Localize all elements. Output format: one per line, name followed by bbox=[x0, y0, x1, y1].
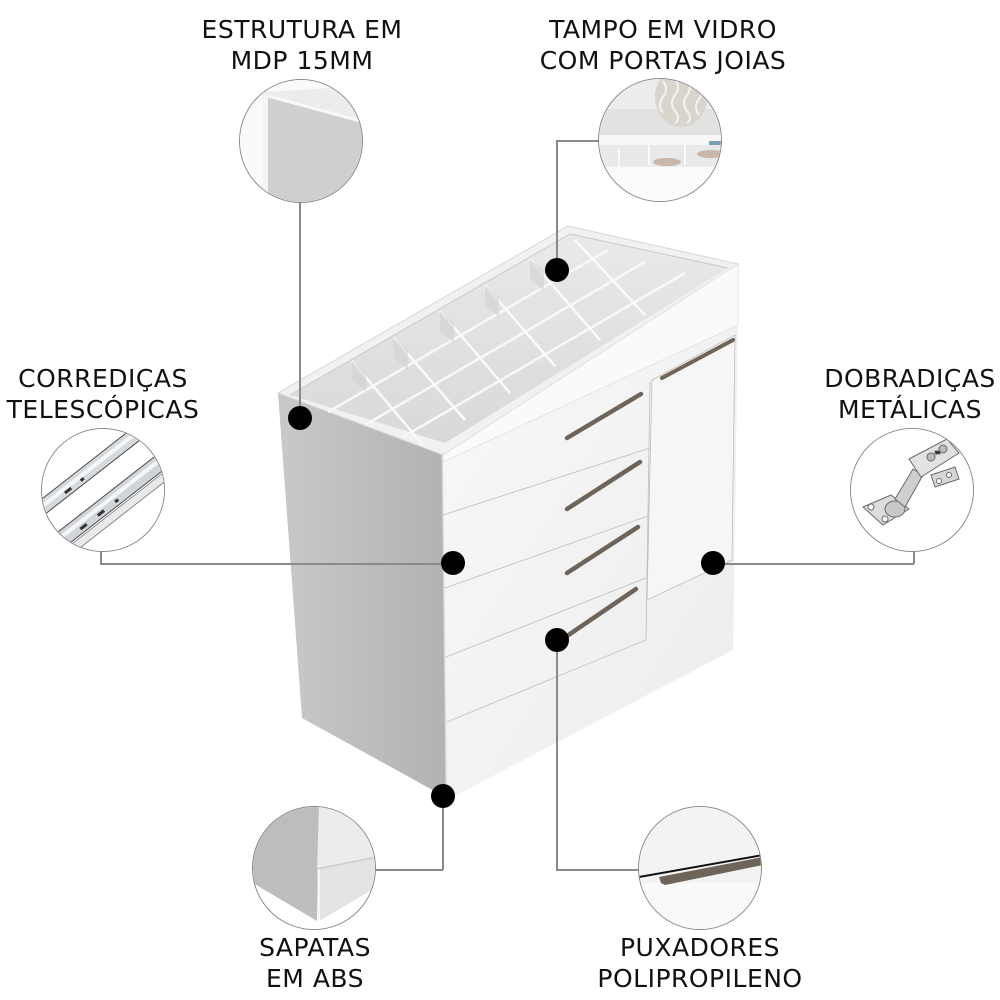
callout-line-top-v bbox=[556, 140, 558, 270]
callout-line-slides-v bbox=[100, 550, 102, 564]
feature-label-feet: SAPATAS EM ABS bbox=[259, 932, 371, 994]
callout-line-handles-h bbox=[556, 869, 639, 871]
drawer-handles bbox=[564, 391, 644, 639]
callout-dot-feet[interactable] bbox=[431, 784, 455, 808]
callout-line-feet-v bbox=[442, 796, 444, 870]
feature-label-feet-line1: SAPATAS bbox=[259, 933, 371, 962]
callout-line-slides-h bbox=[100, 563, 453, 565]
callout-line-structure bbox=[299, 203, 301, 418]
feature-label-top: TAMPO EM VIDRO COM PORTAS JOIAS bbox=[540, 14, 787, 76]
feature-label-handles: PUXADORES POLIPROPILENO bbox=[597, 932, 802, 994]
feature-label-structure-line2: MDP 15MM bbox=[230, 46, 374, 75]
feature-label-handles-line2: POLIPROPILENO bbox=[597, 964, 803, 993]
callout-line-feet-h bbox=[376, 869, 443, 871]
glass-jewelry-top bbox=[276, 225, 740, 463]
feature-label-top-line1: TAMPO EM VIDRO bbox=[549, 15, 777, 44]
thumb-metal-hinge bbox=[850, 428, 974, 552]
thumb-telescopic-slides bbox=[41, 428, 165, 552]
feature-label-hinges: DOBRADIÇAS METÁLICAS bbox=[824, 363, 996, 425]
feature-label-handles-line1: PUXADORES bbox=[619, 933, 781, 962]
feature-label-structure: ESTRUTURA EM MDP 15MM bbox=[202, 14, 403, 76]
drawer-stack bbox=[442, 381, 651, 723]
cabinet-side-panel bbox=[278, 393, 449, 799]
callout-dot-top[interactable] bbox=[545, 258, 569, 282]
callout-dot-hinges[interactable] bbox=[701, 551, 725, 575]
callout-dot-structure[interactable] bbox=[288, 406, 312, 430]
callout-line-handles-v bbox=[556, 640, 558, 870]
callout-dot-slides[interactable] bbox=[441, 551, 465, 575]
thumb-abs-feet bbox=[252, 806, 376, 930]
feature-label-slides-line2: TELESCÓPICAS bbox=[6, 395, 200, 424]
thumb-handle bbox=[638, 806, 762, 930]
feature-label-slides-line1: CORREDIÇAS bbox=[18, 364, 188, 393]
door-handle bbox=[660, 338, 735, 380]
callout-line-hinges-h bbox=[713, 563, 914, 565]
callout-line-top-h bbox=[556, 140, 599, 142]
callout-line-hinges-v bbox=[913, 550, 915, 564]
feature-label-slides: CORREDIÇAS TELESCÓPICAS bbox=[7, 363, 200, 425]
callout-dot-handles[interactable] bbox=[545, 628, 569, 652]
thumb-mdp-panel bbox=[239, 79, 363, 203]
cabinet-door bbox=[646, 334, 736, 601]
feature-label-top-line2: COM PORTAS JOIAS bbox=[539, 46, 787, 75]
thumb-glass-top bbox=[598, 78, 722, 202]
feature-label-hinges-line1: DOBRADIÇAS bbox=[824, 364, 996, 393]
feature-label-structure-line1: ESTRUTURA EM bbox=[201, 15, 403, 44]
feature-label-feet-line2: EM ABS bbox=[266, 964, 364, 993]
feature-label-hinges-line2: METÁLICAS bbox=[837, 395, 983, 424]
